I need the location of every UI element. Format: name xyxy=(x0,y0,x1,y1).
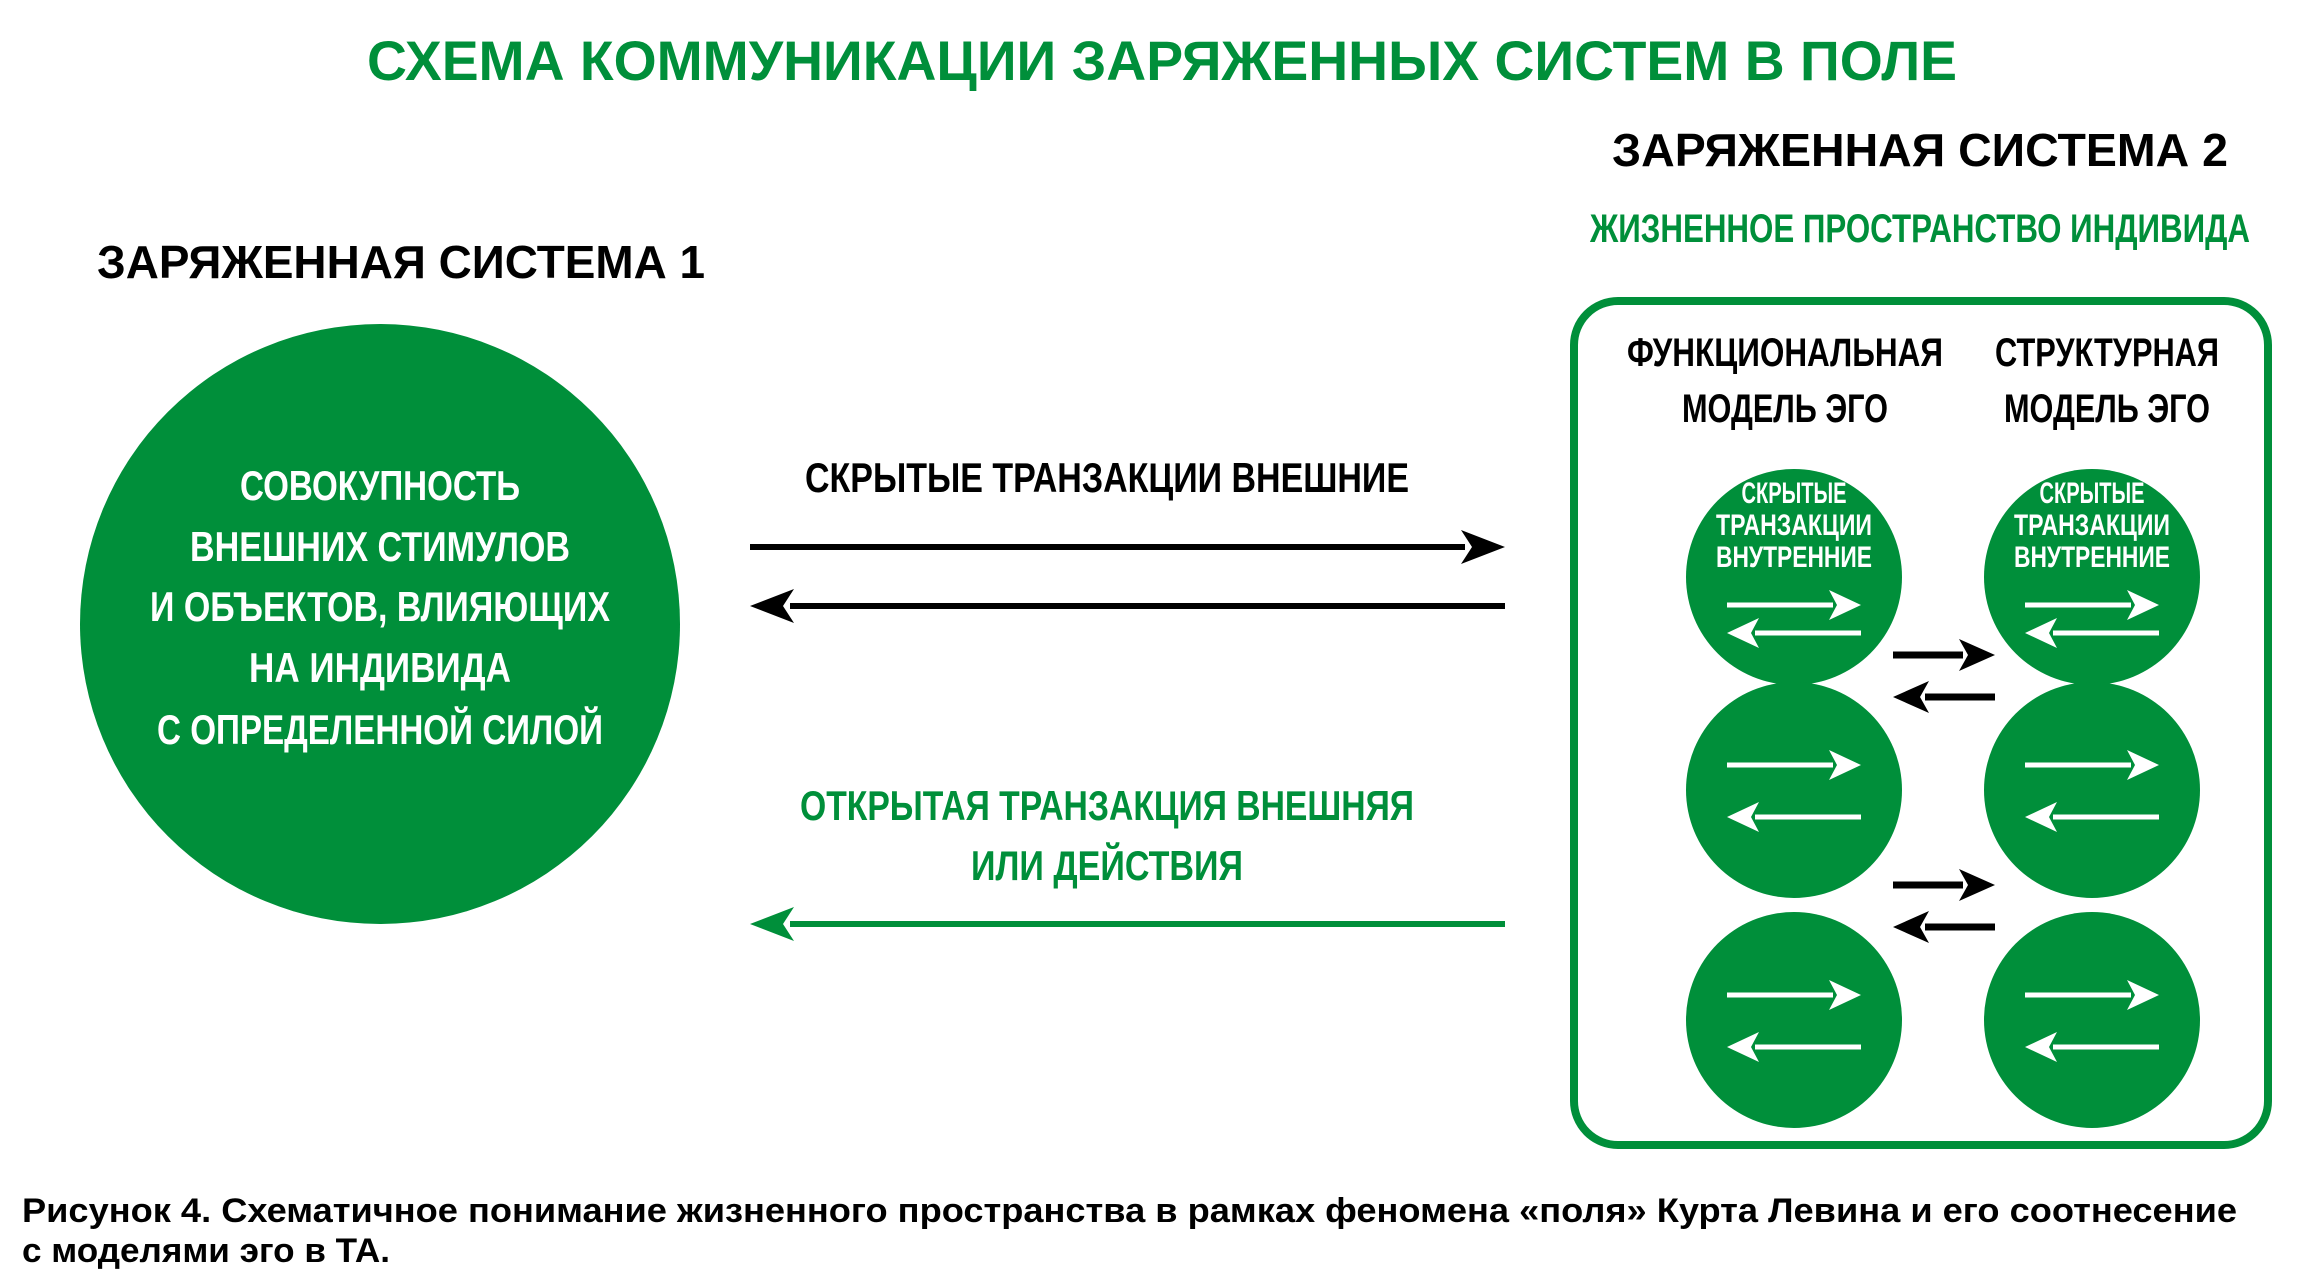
life-space-box xyxy=(1570,297,2272,1149)
arrow-left-icon xyxy=(1727,1032,1861,1062)
system1-line: НА ИНДИВИДА xyxy=(249,644,511,691)
arrow-right-icon xyxy=(1893,869,1995,901)
inner-transactions-label: ВНУТРЕННИЕ xyxy=(1716,541,1872,574)
inner-transactions-label: ВНУТРЕННИЕ xyxy=(2014,541,2170,574)
open-external-label: ОТКРЫТАЯ ТРАНЗАКЦИЯ ВНЕШНЯЯ xyxy=(800,782,1414,829)
arrow-left-icon xyxy=(1893,681,1995,713)
hidden-external-label: СКРЫТЫЕ ТРАНЗАКЦИИ ВНЕШНИЕ xyxy=(805,454,1409,501)
ego-state-circle xyxy=(1686,682,1902,898)
arrow-right-icon xyxy=(1727,590,1861,620)
inner-transactions-label: СКРЫТЫЕ xyxy=(2040,477,2145,510)
arrow-left-icon xyxy=(750,907,1505,941)
structural-model-heading: СТРУКТУРНАЯ xyxy=(1995,331,2219,375)
inner-transactions-label: СКРЫТЫЕ xyxy=(1742,477,1847,510)
system1-line: ВНЕШНИХ СТИМУЛОВ xyxy=(190,523,570,570)
functional-model-heading: ФУНКЦИОНАЛЬНАЯ xyxy=(1627,331,1943,375)
arrow-right-icon xyxy=(2025,590,2159,620)
system1-line: СОВОКУПНОСТЬ xyxy=(240,462,520,509)
arrow-right-icon xyxy=(750,530,1505,564)
ego-state-circle xyxy=(1984,682,2200,898)
arrow-right-icon xyxy=(1727,980,1861,1010)
system1-line: С ОПРЕДЕЛЕННОЙ СИЛОЙ xyxy=(157,705,603,753)
arrow-right-icon xyxy=(1727,750,1861,780)
open-external-label: ИЛИ ДЕЙСТВИЯ xyxy=(971,841,1243,889)
system1-line: И ОБЪЕКТОВ, ВЛИЯЮЩИХ xyxy=(150,583,610,630)
system2-heading: ЗАРЯЖЕННАЯ СИСТЕМА 2 xyxy=(1612,124,2228,176)
arrow-right-icon xyxy=(1893,639,1995,671)
arrow-left-icon xyxy=(1727,802,1861,832)
arrow-right-icon xyxy=(2025,750,2159,780)
arrow-left-icon xyxy=(2025,802,2159,832)
system1-heading: ЗАРЯЖЕННАЯ СИСТЕМА 1 xyxy=(97,236,705,288)
system1-circle: СОВОКУПНОСТЬ ВНЕШНИХ СТИМУЛОВ И ОБЪЕКТОВ… xyxy=(80,324,680,924)
arrow-right-icon xyxy=(2025,980,2159,1010)
arrow-left-icon xyxy=(2025,618,2159,648)
diagram-title: СХЕМА КОММУНИКАЦИИ ЗАРЯЖЕННЫХ СИСТЕМ В П… xyxy=(367,29,1957,92)
ego-state-circle xyxy=(1686,912,1902,1128)
figure-caption: Рисунок 4. Схематичное понимание жизненн… xyxy=(22,1192,2237,1230)
structural-model-heading: МОДЕЛЬ ЭГО xyxy=(2004,387,2210,431)
arrow-left-icon xyxy=(750,589,1505,623)
arrow-left-icon xyxy=(1893,911,1995,943)
ego-state-circle xyxy=(1984,912,2200,1128)
system2-subheading: ЖИЗНЕННОЕ ПРОСТРАНСТВО ИНДИВИДА xyxy=(1589,207,2250,251)
functional-model-heading: МОДЕЛЬ ЭГО xyxy=(1682,387,1888,431)
figure-caption: с моделями эго в ТА. xyxy=(22,1232,390,1270)
inner-transactions-label: ТРАНЗАКЦИИ xyxy=(2014,509,2170,542)
arrow-left-icon xyxy=(1727,618,1861,648)
inner-transactions-label: ТРАНЗАКЦИИ xyxy=(1716,509,1872,542)
arrow-left-icon xyxy=(2025,1032,2159,1062)
